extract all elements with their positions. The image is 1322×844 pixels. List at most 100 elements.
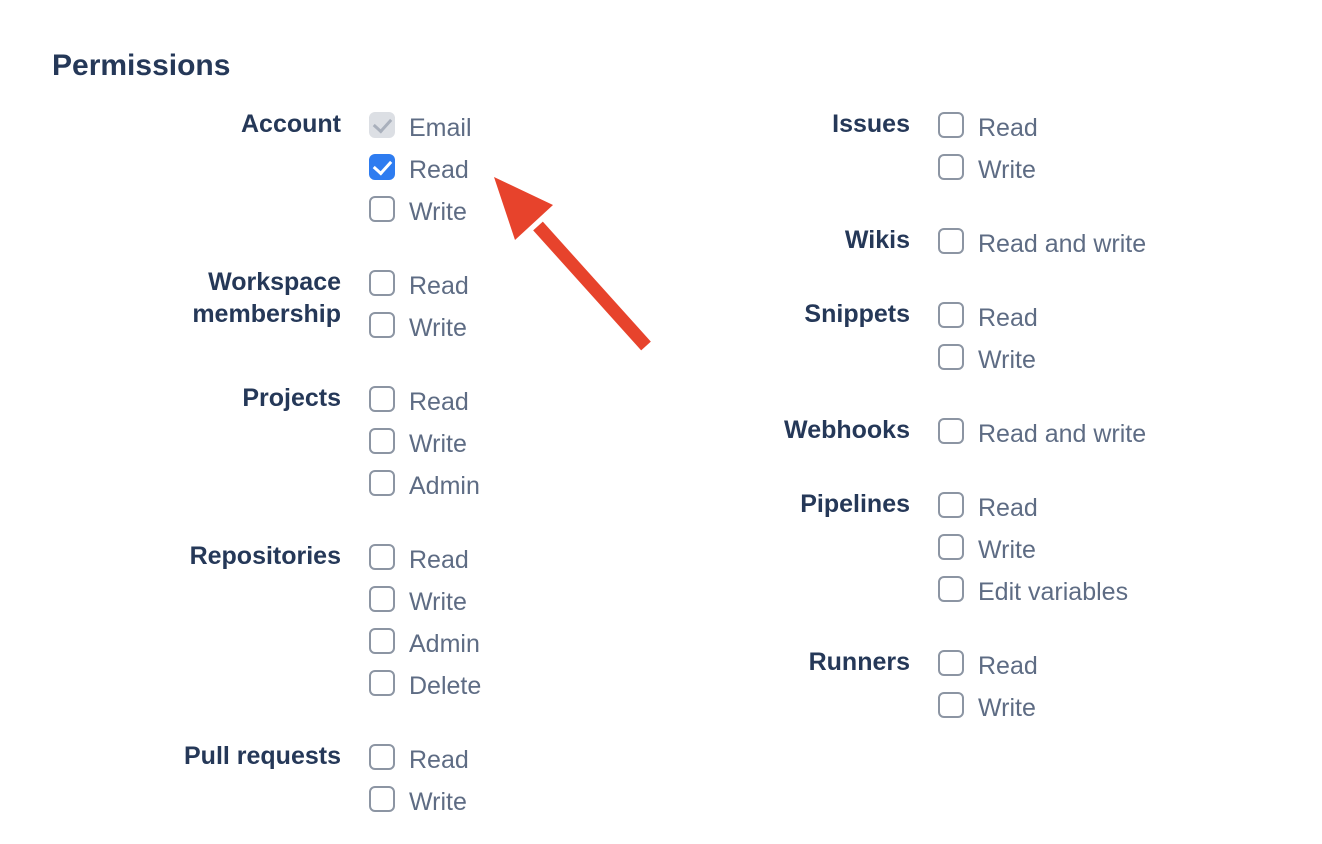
checkbox-runners-write[interactable] xyxy=(938,692,964,718)
group-label-account: Account xyxy=(241,110,341,138)
checkbox-account-write[interactable] xyxy=(369,196,395,222)
checkbox-label-webhooks-read-and-write[interactable]: Read and write xyxy=(978,420,1147,448)
group-pipelines: Pipelines Read Write Edit variables xyxy=(730,490,1146,618)
checkbox-account-read[interactable] xyxy=(369,154,395,180)
group-repositories: Repositories Read Write Admin Delete xyxy=(166,542,482,712)
checkbox-projects-admin[interactable] xyxy=(369,470,395,496)
row-repositories-admin[interactable]: Admin xyxy=(369,628,481,670)
row-webhooks-read-and-write[interactable]: Read and write xyxy=(938,418,1146,460)
row-pull-requests-read[interactable]: Read xyxy=(369,744,469,786)
row-projects-write[interactable]: Write xyxy=(369,428,480,470)
checkbox-label-pipelines-read[interactable]: Read xyxy=(978,494,1038,522)
checkbox-label-issues-read[interactable]: Read xyxy=(978,114,1038,142)
checkbox-label-snippets-write[interactable]: Write xyxy=(978,346,1036,374)
checkbox-label-wikis-read-and-write[interactable]: Read and write xyxy=(978,230,1147,258)
checkbox-webhooks-read-and-write[interactable] xyxy=(938,418,964,444)
annotation-arrow-head xyxy=(494,177,553,240)
checkbox-pipelines-edit-variables[interactable] xyxy=(938,576,964,602)
checkbox-snippets-read[interactable] xyxy=(938,302,964,328)
group-workspace-membership: Workspace membership Read Write xyxy=(166,268,481,354)
permissions-column-right: Issues Read Write Wikis Read and write xyxy=(730,110,1146,766)
checkbox-issues-read[interactable] xyxy=(938,112,964,138)
row-runners-read[interactable]: Read xyxy=(938,650,1038,692)
row-workspace-membership-write[interactable]: Write xyxy=(369,312,469,354)
checkbox-label-workspace-membership-read[interactable]: Read xyxy=(409,272,469,300)
checkbox-workspace-membership-write[interactable] xyxy=(369,312,395,338)
group-label-pull-requests: Pull requests xyxy=(184,742,341,770)
checkbox-label-issues-write[interactable]: Write xyxy=(978,156,1036,184)
row-account-read[interactable]: Read xyxy=(369,154,472,196)
checkbox-repositories-delete[interactable] xyxy=(369,670,395,696)
checkbox-label-snippets-read[interactable]: Read xyxy=(978,304,1038,332)
group-label-pipelines: Pipelines xyxy=(800,490,910,518)
row-projects-read[interactable]: Read xyxy=(369,386,480,428)
checkbox-label-projects-write[interactable]: Write xyxy=(409,430,467,458)
checkbox-issues-write[interactable] xyxy=(938,154,964,180)
checkbox-label-pipelines-write[interactable]: Write xyxy=(978,536,1036,564)
checkbox-projects-write[interactable] xyxy=(369,428,395,454)
checkbox-label-pull-requests-read[interactable]: Read xyxy=(409,746,469,774)
checkbox-label-projects-read[interactable]: Read xyxy=(409,388,469,416)
checkbox-label-repositories-admin[interactable]: Admin xyxy=(409,630,480,658)
group-pull-requests: Pull requests Read Write xyxy=(166,742,481,828)
checkbox-label-account-email: Email xyxy=(409,114,472,142)
group-label-runners: Runners xyxy=(808,648,910,676)
checkbox-wikis-read-and-write[interactable] xyxy=(938,228,964,254)
checkbox-workspace-membership-read[interactable] xyxy=(369,270,395,296)
group-label-workspace-membership: Workspace membership xyxy=(192,268,341,328)
row-projects-admin[interactable]: Admin xyxy=(369,470,480,512)
row-issues-read[interactable]: Read xyxy=(938,112,1038,154)
checkbox-repositories-admin[interactable] xyxy=(369,628,395,654)
row-pipelines-write[interactable]: Write xyxy=(938,534,1128,576)
row-issues-write[interactable]: Write xyxy=(938,154,1038,196)
checkbox-runners-read[interactable] xyxy=(938,650,964,676)
permissions-column-left: Account Email Read Write Workspace membe… xyxy=(166,110,482,844)
checkbox-pipelines-write[interactable] xyxy=(938,534,964,560)
group-label-projects: Projects xyxy=(242,384,341,412)
row-snippets-read[interactable]: Read xyxy=(938,302,1038,344)
annotation-arrow-shaft xyxy=(533,221,651,351)
checkbox-label-pipelines-edit-variables[interactable]: Edit variables xyxy=(978,578,1129,606)
checkbox-label-projects-admin[interactable]: Admin xyxy=(409,472,480,500)
checkbox-label-account-write[interactable]: Write xyxy=(409,198,467,226)
group-wikis: Wikis Read and write xyxy=(730,226,1146,270)
row-workspace-membership-read[interactable]: Read xyxy=(369,270,469,312)
group-issues: Issues Read Write xyxy=(730,110,1146,196)
checkbox-label-account-read[interactable]: Read xyxy=(409,156,469,184)
row-account-email[interactable]: Email xyxy=(369,112,472,154)
group-label-issues: Issues xyxy=(832,110,910,138)
checkbox-label-pull-requests-write[interactable]: Write xyxy=(409,788,467,816)
checkbox-label-runners-write[interactable]: Write xyxy=(978,694,1036,722)
checkbox-label-repositories-write[interactable]: Write xyxy=(409,588,467,616)
row-repositories-read[interactable]: Read xyxy=(369,544,481,586)
checkbox-projects-read[interactable] xyxy=(369,386,395,412)
checkbox-label-workspace-membership-write[interactable]: Write xyxy=(409,314,467,342)
row-pull-requests-write[interactable]: Write xyxy=(369,786,469,828)
row-snippets-write[interactable]: Write xyxy=(938,344,1038,386)
checkbox-snippets-write[interactable] xyxy=(938,344,964,370)
group-label-webhooks: Webhooks xyxy=(784,416,910,444)
checkbox-label-repositories-read[interactable]: Read xyxy=(409,546,469,574)
checkbox-repositories-write[interactable] xyxy=(369,586,395,612)
row-pipelines-edit-variables[interactable]: Edit variables xyxy=(938,576,1128,618)
checkbox-pull-requests-write[interactable] xyxy=(369,786,395,812)
group-label-repositories: Repositories xyxy=(189,542,341,570)
group-projects: Projects Read Write Admin xyxy=(166,384,481,512)
group-label-snippets: Snippets xyxy=(804,300,910,328)
checkbox-label-runners-read[interactable]: Read xyxy=(978,652,1038,680)
checkbox-label-repositories-delete[interactable]: Delete xyxy=(409,672,482,700)
row-repositories-write[interactable]: Write xyxy=(369,586,481,628)
group-runners: Runners Read Write xyxy=(730,648,1146,734)
row-runners-write[interactable]: Write xyxy=(938,692,1038,734)
row-repositories-delete[interactable]: Delete xyxy=(369,670,481,712)
checkbox-repositories-read[interactable] xyxy=(369,544,395,570)
checkbox-pipelines-read[interactable] xyxy=(938,492,964,518)
row-account-write[interactable]: Write xyxy=(369,196,472,238)
row-wikis-read-and-write[interactable]: Read and write xyxy=(938,228,1146,270)
group-label-wikis: Wikis xyxy=(844,226,910,254)
group-snippets: Snippets Read Write xyxy=(730,300,1146,386)
group-webhooks: Webhooks Read and write xyxy=(730,416,1146,460)
checkbox-pull-requests-read[interactable] xyxy=(369,744,395,770)
row-pipelines-read[interactable]: Read xyxy=(938,492,1128,534)
